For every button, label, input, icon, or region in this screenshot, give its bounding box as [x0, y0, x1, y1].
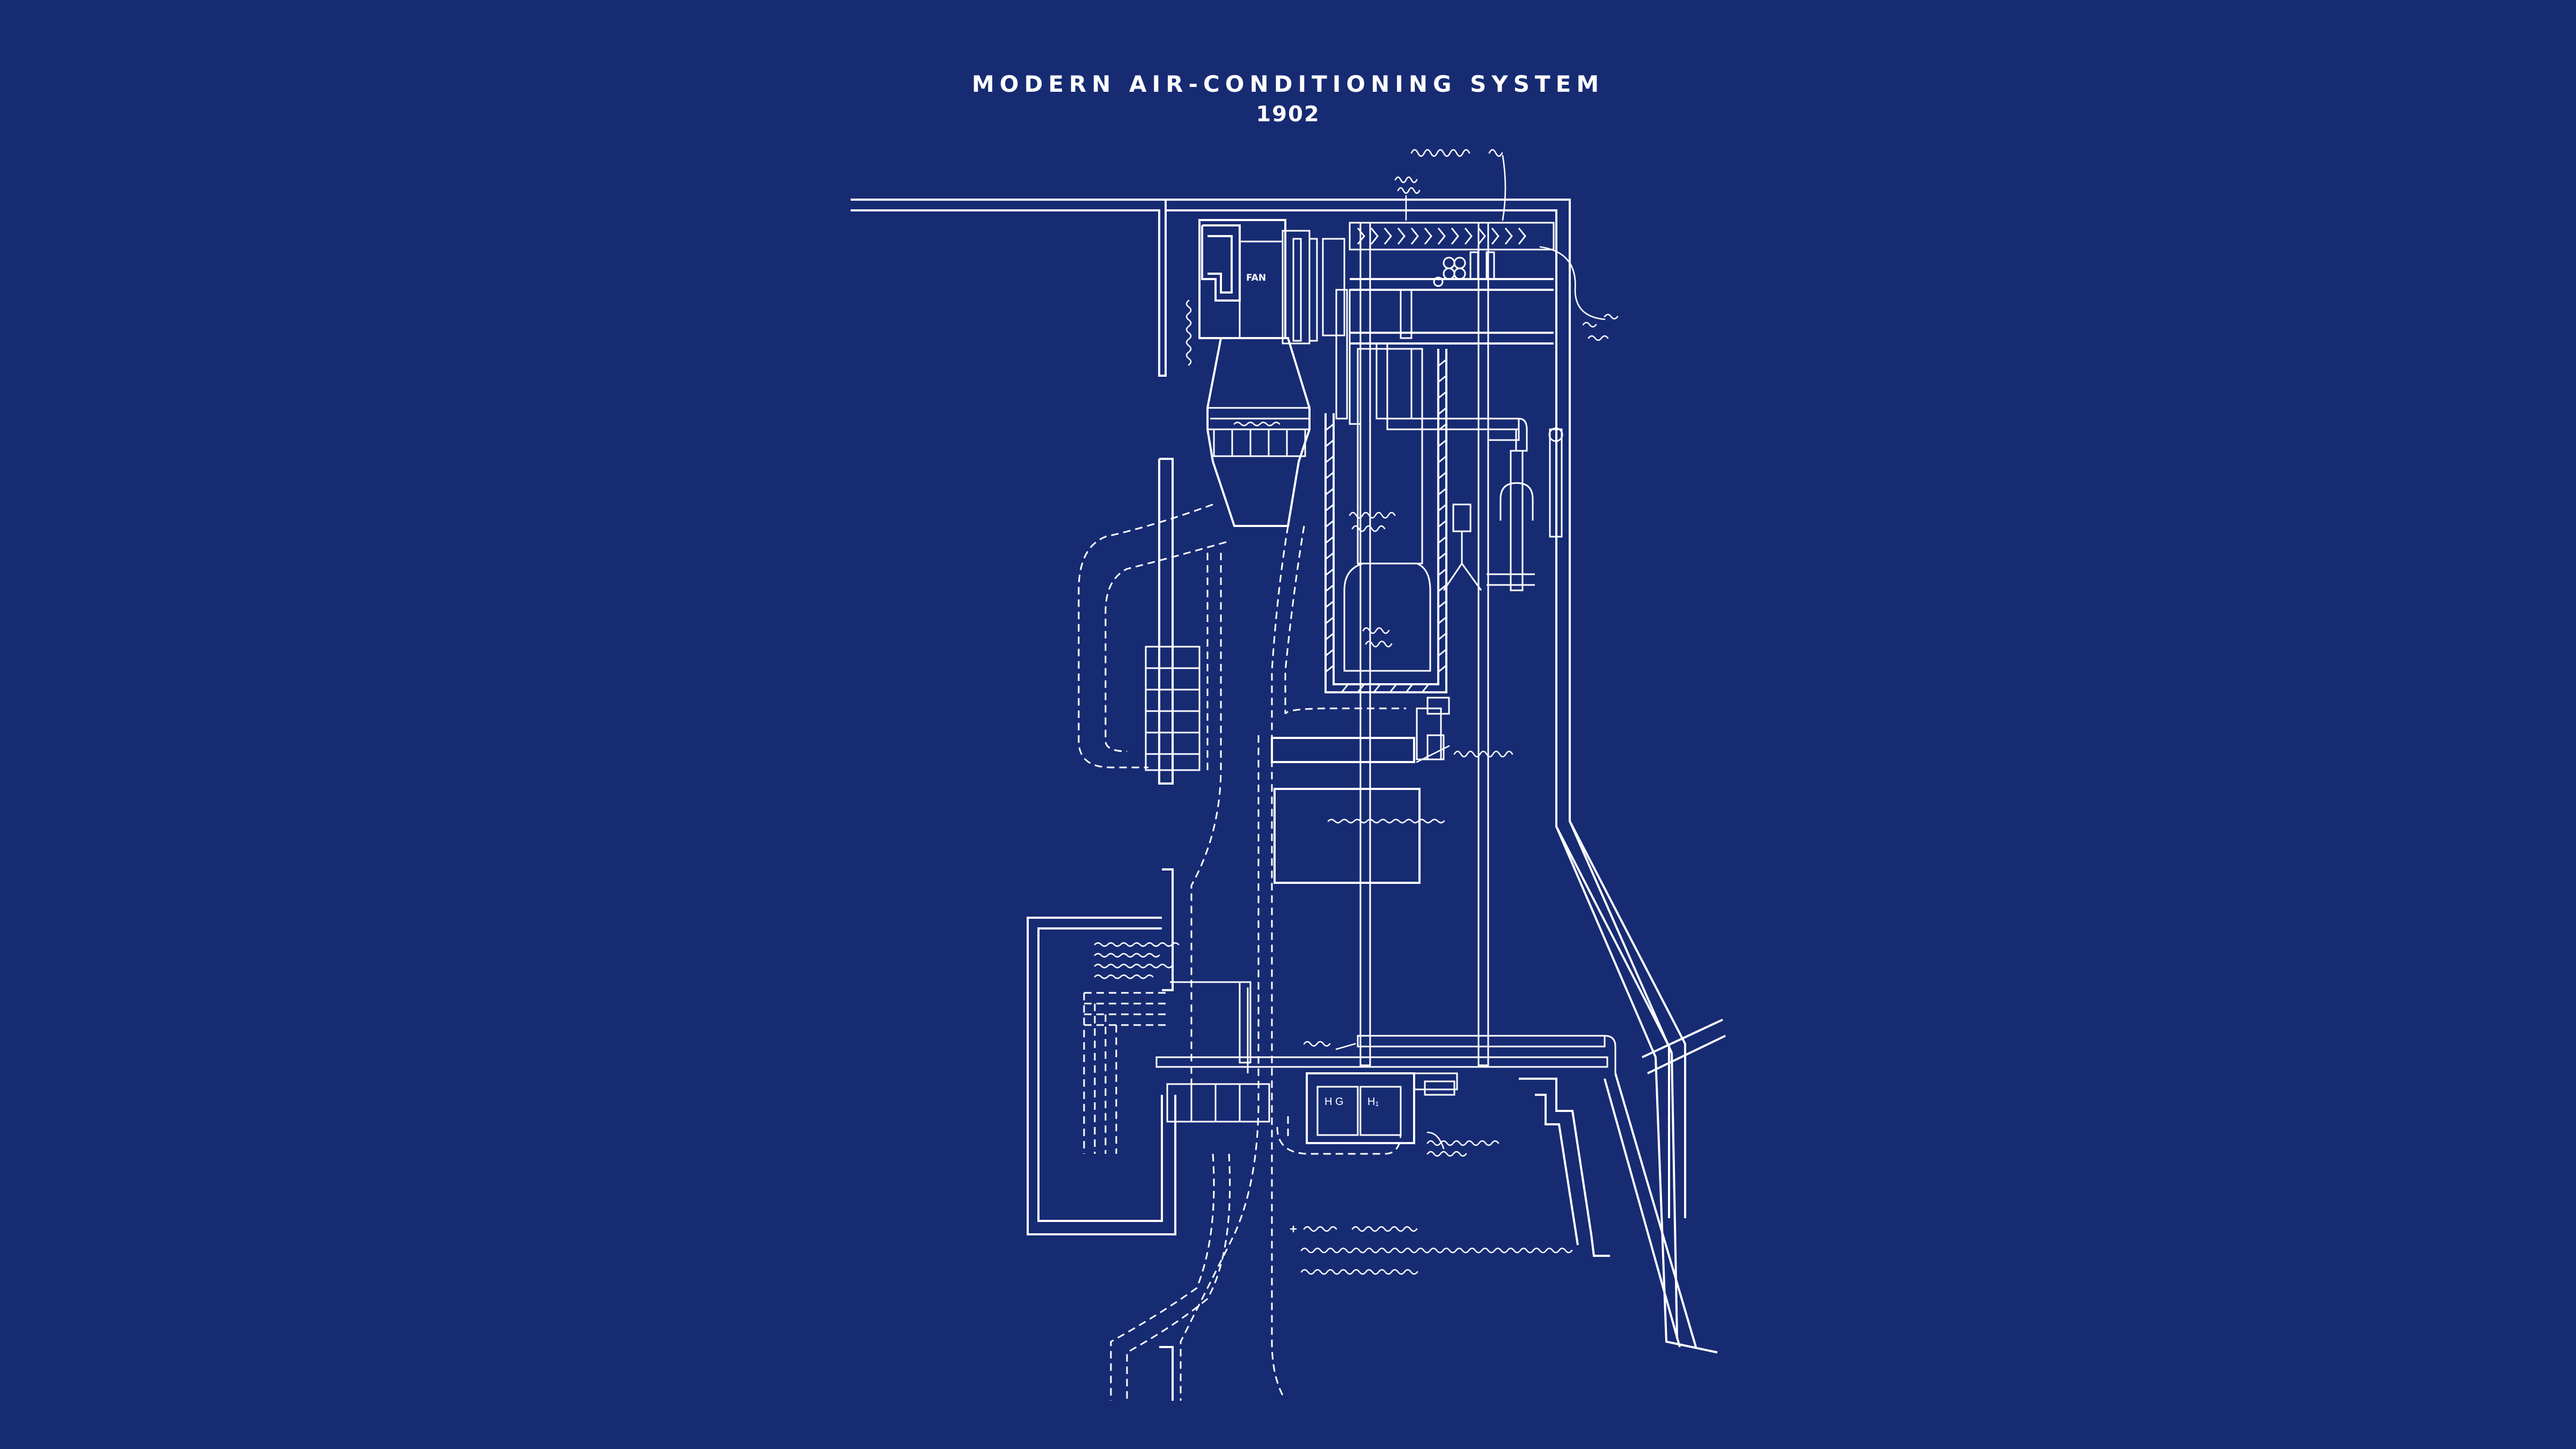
- diagram-year: 1902: [1256, 102, 1320, 127]
- handwritten-notes: [1094, 149, 1619, 1275]
- boiler-label-h1: H₁: [1367, 1096, 1379, 1108]
- dashed-ducts: [1078, 503, 1406, 1401]
- lower-pipes: [1155, 981, 1616, 1144]
- lower-left-piping: [1083, 981, 1245, 1154]
- boiler-label-hg: H G: [1324, 1096, 1344, 1108]
- central-chamber: [1324, 348, 1447, 693]
- vertical-pipes: [1335, 222, 1563, 1066]
- fan-housing: [1198, 219, 1345, 527]
- building-walls: [851, 199, 1726, 1401]
- fan-label: FAN: [1246, 273, 1267, 283]
- left-coil-stack: [1145, 646, 1201, 771]
- diagram-title: MODERN AIR-CONDITIONING SYSTEM: [971, 71, 1605, 97]
- upper-mechanical-room: [1349, 222, 1555, 345]
